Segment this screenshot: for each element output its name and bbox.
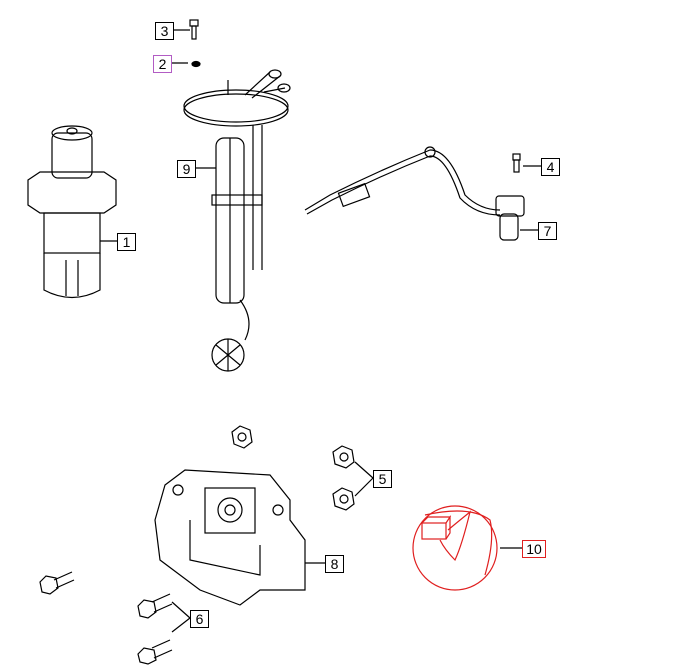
callout-4[interactable]: 4 xyxy=(541,158,560,176)
callout-9[interactable]: 9 xyxy=(177,160,196,178)
callout-3[interactable]: 3 xyxy=(155,22,174,40)
callout-8[interactable]: 8 xyxy=(325,555,344,573)
part-1-sensor[interactable] xyxy=(27,125,117,299)
callout-1[interactable]: 1 xyxy=(117,233,136,251)
part-2-washer[interactable] xyxy=(191,60,201,68)
leader-lines xyxy=(100,29,541,633)
callout-10[interactable]: 10 xyxy=(522,540,546,558)
part-10-cap[interactable] xyxy=(412,505,498,591)
callout-5[interactable]: 5 xyxy=(373,470,392,488)
part-9-fuel-pump-module[interactable] xyxy=(183,69,291,372)
part-7-sensor-harness[interactable] xyxy=(304,146,525,241)
callout-2[interactable]: 2 xyxy=(153,55,172,73)
callout-7[interactable]: 7 xyxy=(538,222,557,240)
part-3-bolt[interactable] xyxy=(189,19,199,40)
part-8-module[interactable] xyxy=(154,469,306,606)
part-6-bolts[interactable] xyxy=(39,571,173,665)
callout-6[interactable]: 6 xyxy=(190,610,209,628)
part-5-nuts[interactable] xyxy=(231,425,355,511)
